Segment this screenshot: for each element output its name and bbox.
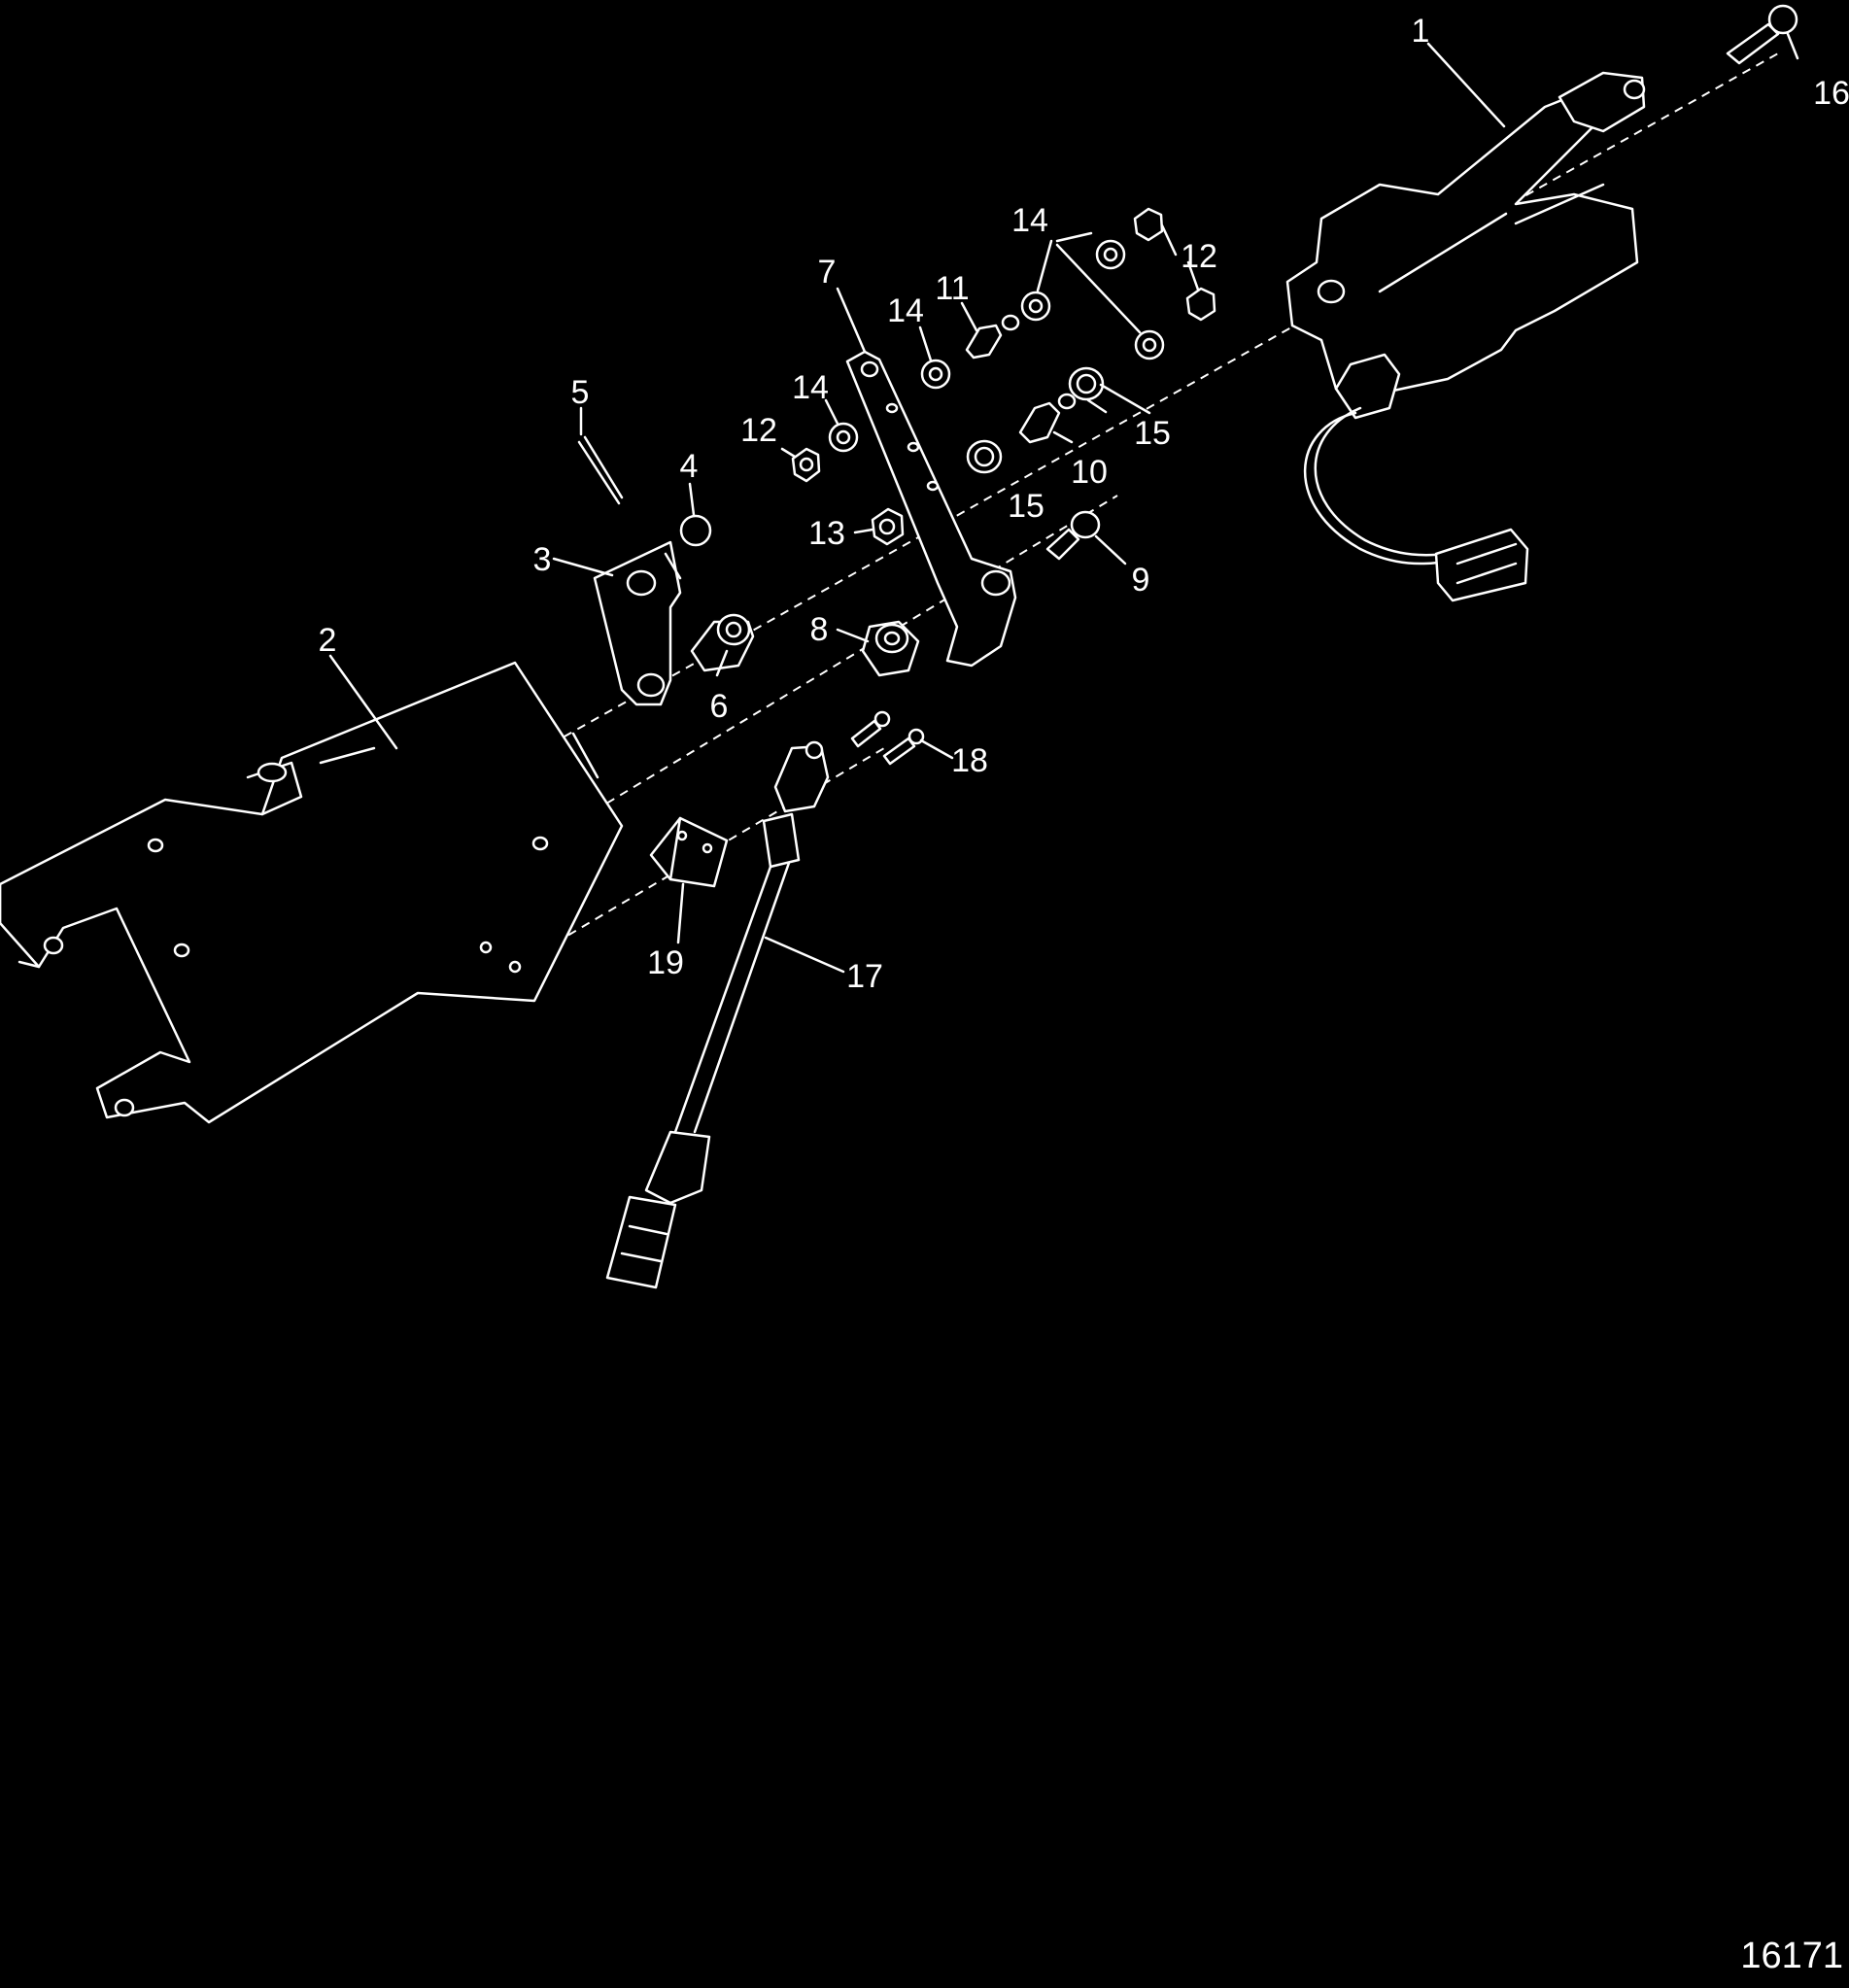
callout-18: 18 bbox=[951, 742, 988, 779]
callout-16: 16 bbox=[1813, 75, 1849, 112]
callout-19: 19 bbox=[647, 944, 684, 981]
washer-parts-14 bbox=[828, 239, 1165, 453]
mounting-bracket-part bbox=[0, 661, 624, 1124]
callout-11: 11 bbox=[935, 270, 969, 307]
callout-12b: 12 bbox=[1181, 238, 1217, 275]
ball-stud-part-10 bbox=[1018, 393, 1077, 444]
linkage-arm-part bbox=[845, 350, 1017, 668]
callout-4: 4 bbox=[680, 448, 699, 485]
callout-10: 10 bbox=[1071, 454, 1108, 491]
callout-14a: 14 bbox=[792, 369, 829, 406]
callout-3: 3 bbox=[533, 541, 552, 578]
callout-9: 9 bbox=[1132, 562, 1150, 599]
callout-14b: 14 bbox=[887, 292, 924, 329]
actuator-part bbox=[1285, 71, 1646, 602]
bushing-part-8 bbox=[861, 620, 920, 677]
washer-parts-15 bbox=[966, 366, 1105, 474]
cotter-pin-part bbox=[577, 435, 624, 505]
cap-part bbox=[679, 514, 712, 547]
nut-part-13 bbox=[871, 507, 905, 546]
callouts: 1 2 3 4 5 6 7 8 9 10 11 12 12 13 14 14 1… bbox=[319, 13, 1849, 995]
callout-7: 7 bbox=[818, 254, 837, 291]
callout-8: 8 bbox=[810, 611, 829, 648]
bushing-part bbox=[690, 613, 755, 672]
callout-15a: 15 bbox=[1008, 488, 1044, 525]
callout-6: 6 bbox=[710, 688, 729, 725]
callout-2: 2 bbox=[319, 622, 337, 659]
nut-part-12a bbox=[791, 447, 821, 483]
block-part-19 bbox=[649, 816, 729, 888]
ball-stud-part-11 bbox=[965, 314, 1020, 360]
callout-13: 13 bbox=[808, 515, 845, 552]
callout-12a: 12 bbox=[740, 412, 777, 449]
bolt-part-16 bbox=[1726, 4, 1798, 65]
bolt-part-9 bbox=[1045, 510, 1101, 561]
leader-lines bbox=[328, 32, 1799, 974]
figure-id-label: 16171 bbox=[1740, 1936, 1843, 1976]
screw-parts-18 bbox=[850, 710, 925, 766]
callout-17: 17 bbox=[846, 958, 883, 995]
clevis-part bbox=[593, 540, 682, 706]
nut-part-12b bbox=[1133, 207, 1216, 322]
callout-5: 5 bbox=[571, 374, 590, 411]
callout-14c: 14 bbox=[1011, 202, 1048, 239]
callout-15b: 15 bbox=[1134, 415, 1171, 452]
callout-1: 1 bbox=[1412, 13, 1430, 50]
sensor-harness-part bbox=[605, 740, 830, 1289]
